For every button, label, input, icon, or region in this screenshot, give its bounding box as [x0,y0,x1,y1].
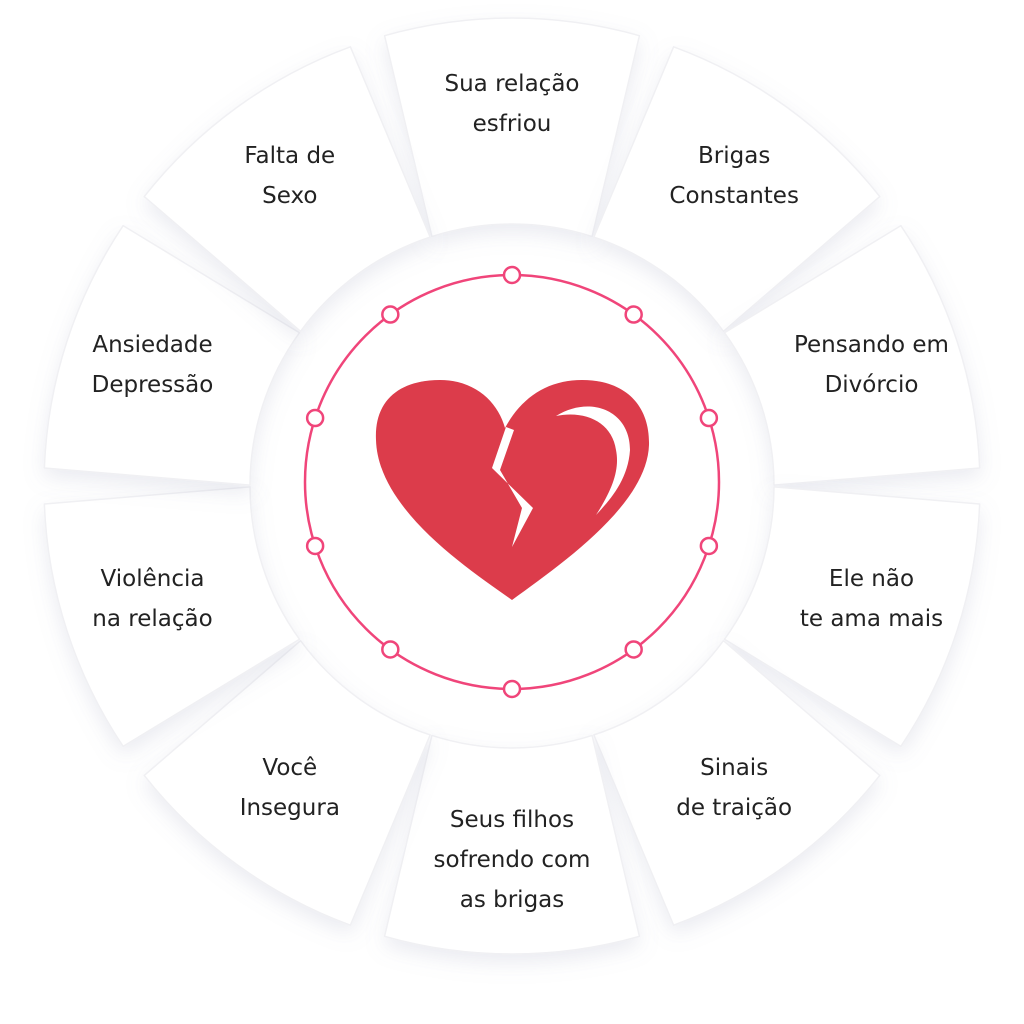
label-line: Seus filhos [449,807,575,833]
ring-dot [305,536,325,556]
segment-card [593,639,881,926]
label-line: Ansiedade [92,332,213,359]
segment-card [143,46,431,333]
segment-card [723,486,981,748]
ring-dot [381,640,400,659]
segment-card [383,17,641,238]
ring-dot [699,408,719,428]
ring-dot [624,305,643,324]
label-line: Insegura [239,794,340,821]
ring-dot [381,305,400,324]
label-line: esfriou [472,111,552,137]
label-line: de traição [676,794,793,821]
ring-dot [624,640,643,659]
segment-card [383,734,641,955]
broken-heart-icon [375,380,650,600]
label-line: Depressão [91,372,214,399]
segment-label: Violência na relação [53,559,253,639]
label-line: Constantes [669,183,799,210]
ring-dot [305,408,325,428]
label-line: Sexo [262,183,318,210]
label-line: na relação [92,605,213,632]
label-line: sofrendo com [433,847,591,873]
label-line: Brigas [698,143,771,170]
label-line: Violência [100,565,205,592]
label-line: Sua relação [444,71,580,97]
label-line: Falta de [244,143,336,170]
segment-label: Sua relação esfriou [412,64,612,144]
label-line: Sinais [700,754,769,781]
ring-dot [502,265,522,285]
segment-label: Ele não te ama mais [771,559,971,639]
label-line: Divórcio [824,372,919,399]
segment-label: Sinais de traição [634,748,834,828]
label-line: Ele não [828,565,915,592]
label-line: Você [262,754,318,781]
segment-card [43,486,301,748]
ring-dot [502,679,522,699]
label-line: te ama mais [799,605,944,632]
segment-card [143,639,431,926]
label-line: Pensando em [793,332,949,359]
segment-card [43,224,301,486]
segment-label: Pensando em Divórcio [771,325,971,405]
segment-label: Falta de Sexo [190,136,390,216]
segment-card [723,224,981,486]
ring-dot [699,536,719,556]
label-line: as brigas [459,887,565,913]
segment-label: Seus filhos sofrendo com as brigas [412,800,612,920]
segment-card [593,46,881,333]
